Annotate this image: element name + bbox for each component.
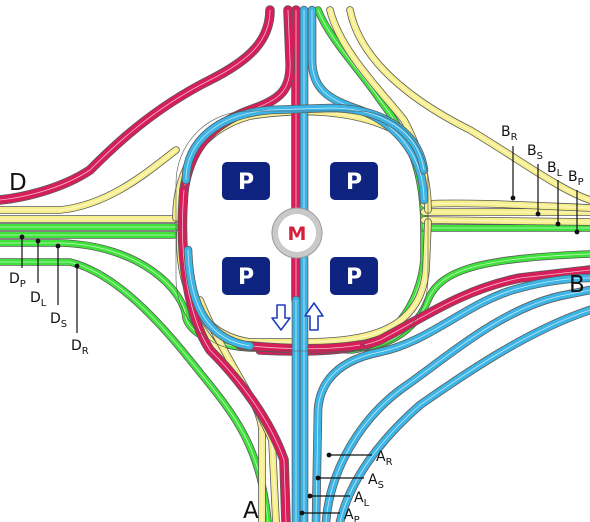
- lane-label-dp: DP: [9, 271, 26, 290]
- lane-label-bp: BP: [568, 169, 584, 188]
- lane-centerline: [0, 149, 177, 211]
- lane-label-br: BR: [501, 124, 518, 143]
- lane-centerline: [423, 219, 590, 223]
- lane-label-bl: BL: [547, 160, 563, 179]
- a-lane-labels: AR AS AL AP: [299, 449, 393, 522]
- arm-label-b: B: [569, 272, 585, 298]
- lane-label-ar: AR: [376, 449, 393, 468]
- parking-signs: P P P P: [222, 162, 378, 295]
- lane-centerline: [423, 202, 590, 209]
- lane-centerline: [0, 9, 271, 201]
- svg-text:M: M: [288, 223, 307, 245]
- lane-centerline: [315, 277, 590, 522]
- svg-text:P: P: [238, 265, 254, 290]
- lane-label-as: AS: [368, 472, 384, 491]
- parking-sign: P: [330, 162, 378, 200]
- lane-centerline: [0, 211, 590, 220]
- lane-label-ds: DS: [50, 311, 67, 330]
- down-arrow-icon: [271, 304, 291, 331]
- parking-sign: P: [222, 257, 270, 295]
- roundabout-ring: [175, 110, 429, 352]
- arm-label-a: A: [243, 498, 259, 522]
- b-lane-labels: BR BS BL BP: [501, 124, 584, 235]
- lane-centerline: [325, 289, 590, 522]
- lane-centerline: [300, 253, 590, 349]
- roundabout: [175, 110, 429, 352]
- road-network: [0, 5, 590, 522]
- lane-label-dr: DR: [71, 338, 89, 357]
- up-arrow-icon: [304, 302, 324, 331]
- lane-label-dl: DL: [30, 290, 47, 309]
- lane-label-al: AL: [354, 490, 370, 509]
- lane-centerline: [187, 249, 251, 347]
- metro-sign: M: [271, 207, 323, 259]
- parking-sign: P: [330, 257, 378, 295]
- svg-text:P: P: [238, 170, 254, 195]
- parking-sign: P: [222, 162, 270, 200]
- lane-label-ap: AP: [344, 507, 360, 522]
- lane-centerline: [0, 226, 590, 229]
- lane-centerline: [339, 309, 590, 522]
- d-lane-labels: DP DL DS DR: [9, 234, 89, 357]
- lane-centerline: [0, 261, 269, 522]
- lane-centerline: [349, 9, 590, 201]
- arm-label-d: D: [9, 170, 27, 196]
- svg-text:P: P: [346, 265, 362, 290]
- lane-label-bs: BS: [527, 143, 543, 162]
- svg-text:P: P: [346, 170, 362, 195]
- lane-centerline: [182, 189, 287, 522]
- lane-centerline: [185, 107, 425, 181]
